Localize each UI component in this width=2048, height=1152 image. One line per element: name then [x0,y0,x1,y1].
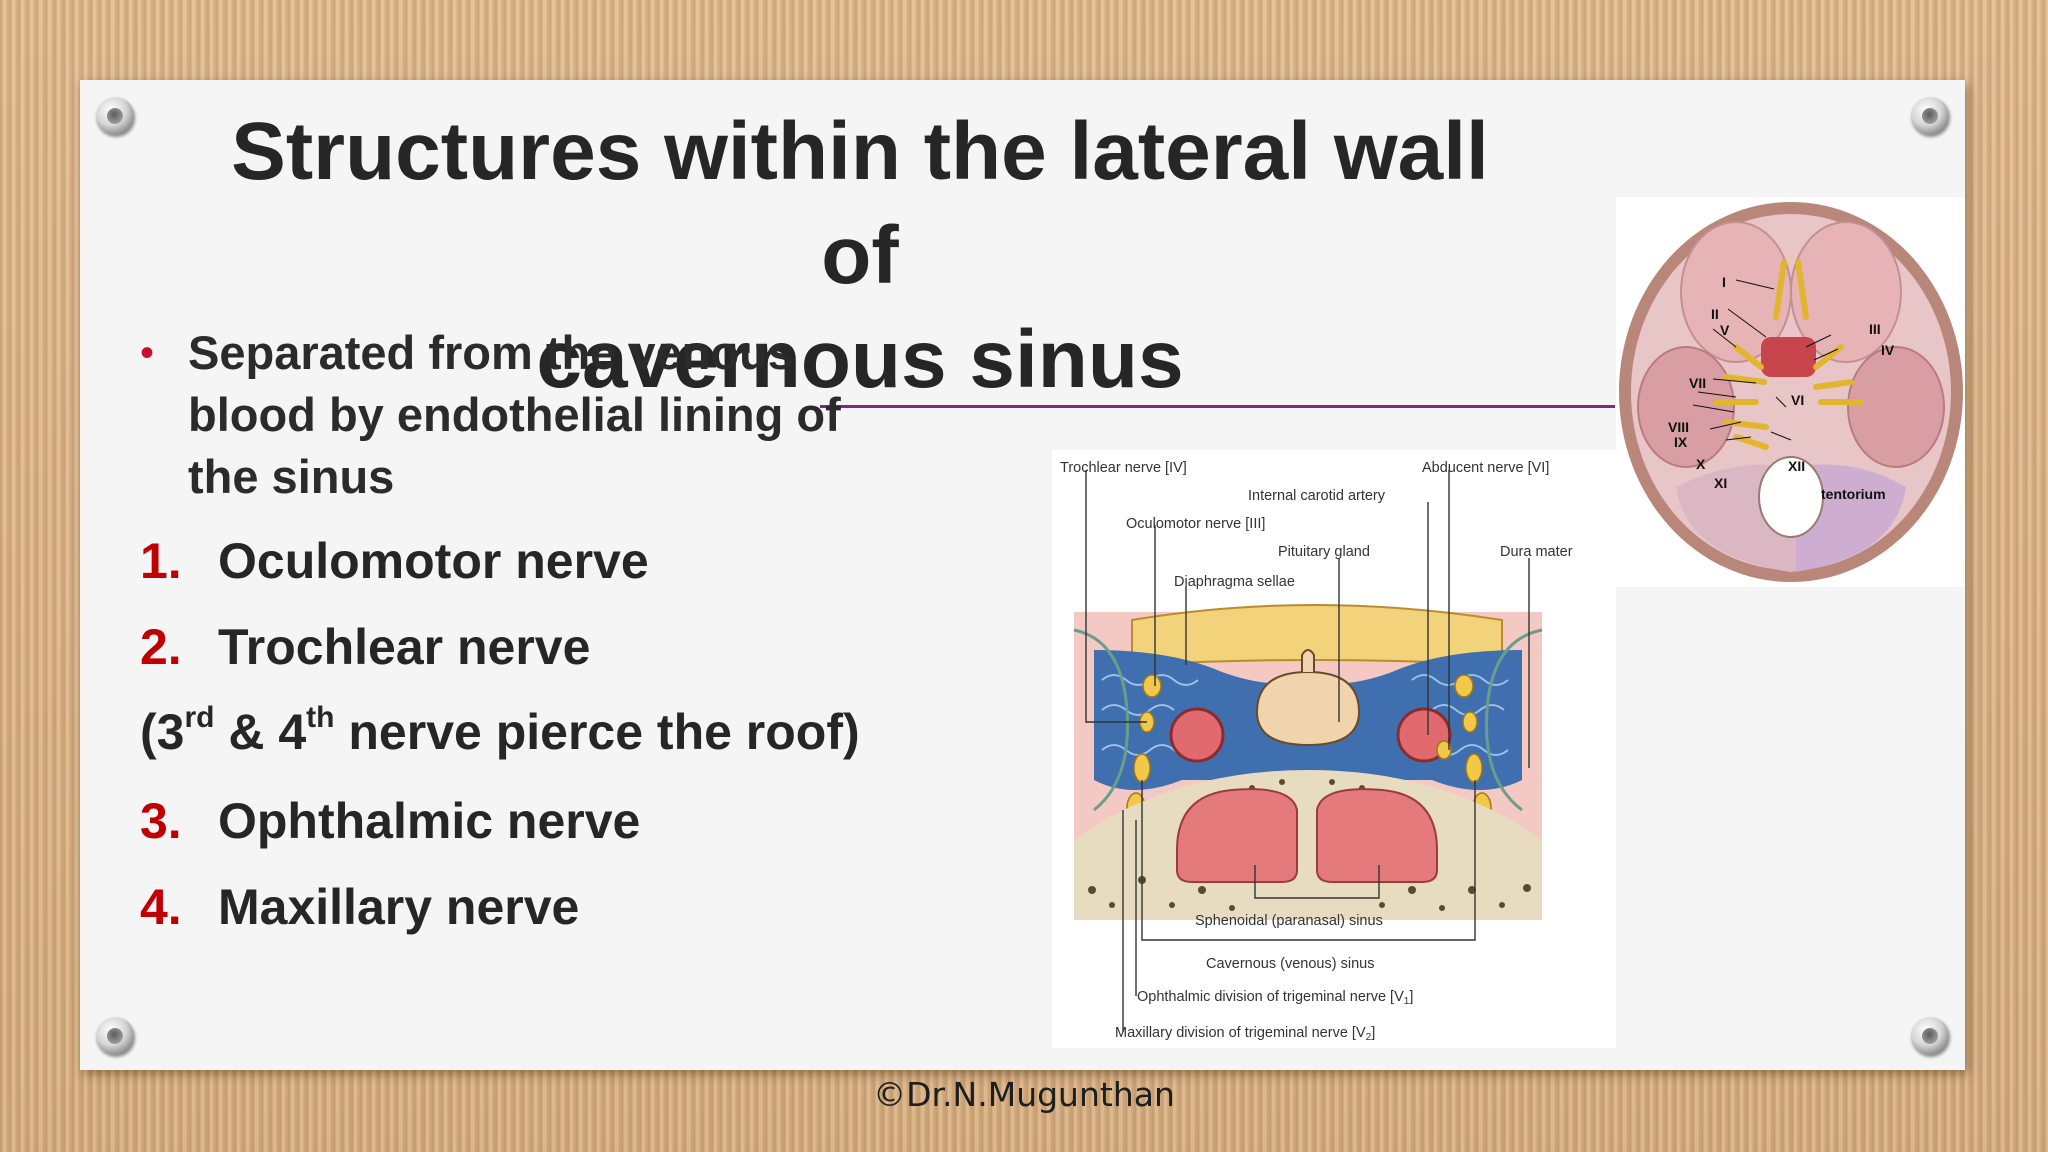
list-item-maxillary: 4. Maxillary nerve [140,872,579,942]
brain-label-III: III [1869,321,1881,337]
brain-label-XII: XII [1788,458,1805,474]
bone-texture [1088,779,1531,911]
bullet-line: the sinus [188,450,395,503]
middle-fossa-right [1847,346,1945,468]
label-internal-carotid-artery: Internal carotid artery [1248,488,1386,504]
bullet-line: blood by endothelial lining of [188,388,841,441]
list-item-oculomotor: 1. Oculomotor nerve [140,526,649,596]
brain-label-IV: IV [1881,342,1895,358]
label-dura-mater: Dura mater [1500,544,1573,560]
foramen-magnum [1758,456,1824,538]
pituitary-stalk [1301,649,1315,672]
nerve-roots [1713,259,1864,450]
brain-label-I: I [1722,274,1726,290]
cranial-base-figure: I II III IV V VI VII VIII IX X XI XII te… [1616,197,1965,587]
brain-label-V: V [1720,322,1730,338]
list-number: 4. [140,879,182,935]
anterior-fossa-right [1790,221,1902,363]
label-maxillary-division: Maxillary division of trigeminal nerve [… [1115,1025,1375,1043]
label-oculomotor-nerve: Oculomotor nerve [III] [1126,516,1265,532]
list-number: 2. [140,619,182,675]
pituitary-gland [1255,670,1361,747]
sella-region [1761,337,1816,377]
label-pituitary-gland: Pituitary gland [1278,544,1370,560]
suprasellar-region [1131,604,1503,667]
slide-title: Structures within the lateral wall of ca… [200,100,1520,412]
list-item-trochlear: 2. Trochlear nerve [140,612,590,682]
brain-label-VII: VII [1689,375,1706,391]
sphenoidal-sinus-right [1316,788,1438,883]
label-abducent-nerve: Abducent nerve [VI] [1422,460,1549,476]
brain-leader-lines [1692,279,1839,441]
cranial-base-illustration: I II III IV V VI VII VIII IX X XI XII te… [1619,202,1963,582]
label-cavernous-sinus: Cavernous (venous) sinus [1206,956,1374,972]
brain-label-tentorium: tentorium [1821,486,1886,502]
copyright-footer: ©Dr.N.Mugunthan [873,1075,1175,1114]
label-sphenoidal-sinus: Sphenoidal (paranasal) sinus [1195,913,1383,929]
leader-lines [1085,470,1530,1032]
brain-label-II: II [1711,306,1719,322]
bullet-line: Separated from the venous [188,326,794,379]
title-line-1: Structures within the lateral wall of [231,106,1489,301]
sphenoidal-sinus-left [1176,788,1298,883]
cavernous-sinus-figure: Trochlear nerve [IV] Abducent nerve [VI]… [1052,450,1616,1048]
title-line-2: cavernous sinus [536,314,1184,405]
list-number: 1. [140,533,182,589]
label-ophthalmic-division: Ophthalmic division of trigeminal nerve … [1137,989,1413,1007]
divider-line [820,405,1615,408]
brain-label-IX: IX [1674,434,1688,450]
list-item-ophthalmic: 3. Ophthalmic nerve [140,786,640,856]
list-number: 3. [140,793,182,849]
list-text: Oculomotor nerve [218,533,649,589]
bullet-marker: • [140,331,155,375]
label-diaphragma-sellae: Diaphragma sellae [1174,574,1295,590]
rivet-bottom-left [96,1017,134,1055]
brain-label-XI: XI [1714,475,1727,491]
cavernous-sinus-illustration: Trochlear nerve [IV] Abducent nerve [VI]… [1060,460,1573,1043]
bullet-text: Separated from the venous blood by endot… [188,322,928,508]
dura-right [1484,628,1543,812]
dura-left [1073,628,1130,812]
rivet-top-right [1911,97,1949,135]
list-text: Trochlear nerve [218,619,591,675]
brain-label-VIII: VIII [1668,419,1689,435]
label-trochlear-nerve: Trochlear nerve [IV] [1060,460,1187,476]
list-text: Maxillary nerve [218,879,580,935]
middle-fossa-left [1637,346,1735,468]
brain-label-X: X [1696,456,1706,472]
brain-label-VI: VI [1791,392,1804,408]
rivet-top-left [96,97,134,135]
roof-note: (3rd & 4th nerve pierce the roof) [140,701,860,761]
list-text: Ophthalmic nerve [218,793,641,849]
internal-carotid-left [1169,707,1225,763]
rivet-bottom-right [1911,1017,1949,1055]
